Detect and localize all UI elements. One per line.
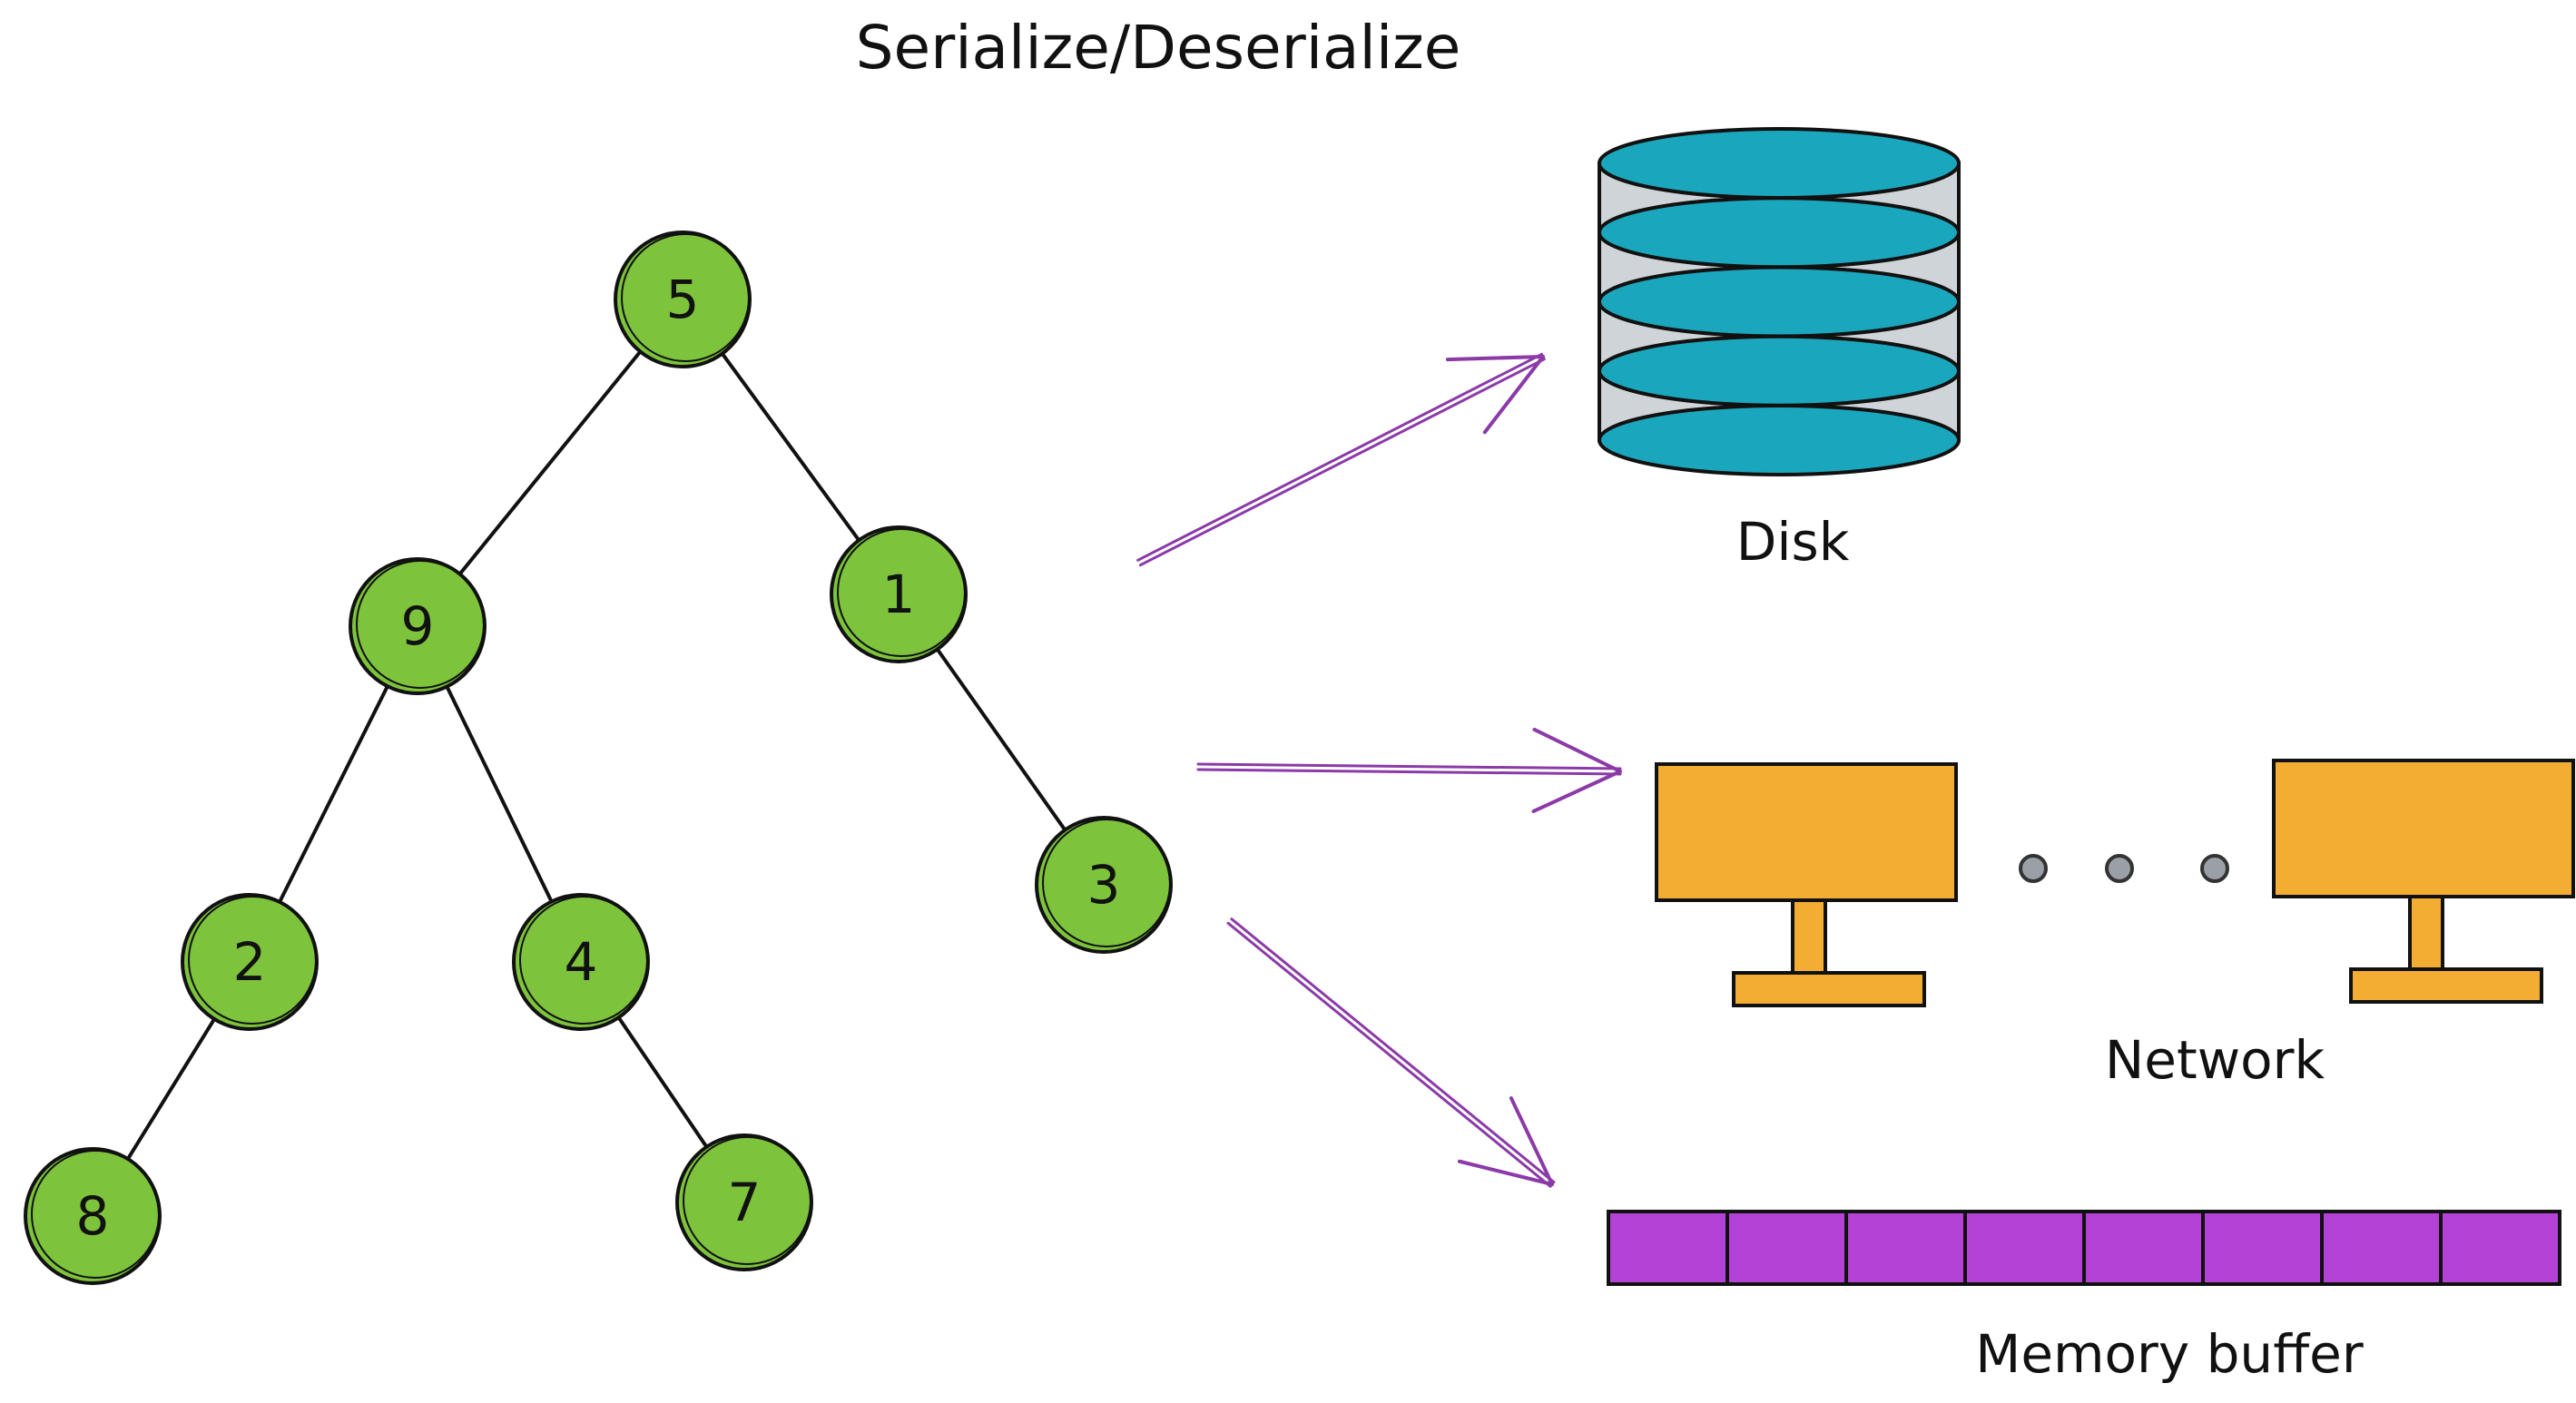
arrow-shaft <box>1230 917 1556 1184</box>
memory-buffer <box>1607 1210 2561 1286</box>
tree-edge-5-9 <box>416 298 684 628</box>
tree-node: 7 <box>675 1133 813 1271</box>
binary-tree: 5 9 1 2 4 3 8 7 <box>24 231 1173 1285</box>
arrows <box>1136 352 1622 1188</box>
monitor-icon <box>1655 762 1958 1007</box>
monitor-icon <box>2272 759 2575 1004</box>
disk-platter <box>1598 265 1961 338</box>
tree-node: 3 <box>1035 816 1173 954</box>
arrow-head <box>1457 1096 1554 1186</box>
tree-node-circle <box>24 1147 162 1285</box>
disk-platter <box>1598 404 1961 476</box>
tree-node-circle <box>675 1133 813 1271</box>
tree-node-outline <box>188 896 317 1025</box>
network-group <box>1655 759 2575 1007</box>
memory-cell <box>2320 1210 2443 1286</box>
disk-platter <box>1598 334 1961 407</box>
memory-cell <box>1963 1210 2086 1286</box>
network-dot <box>2019 854 2048 883</box>
tree-node-label: 8 <box>76 1185 110 1247</box>
arrow-shaft <box>1196 768 1622 776</box>
memory-cell <box>2082 1210 2205 1286</box>
tree-node-circle <box>830 525 968 663</box>
monitor-base <box>2349 967 2543 1004</box>
tree-node-circle <box>512 893 650 1031</box>
memory-cell <box>1607 1210 1729 1286</box>
monitor-screen <box>2272 759 2575 898</box>
diagram-title: Serialize/Deserialize <box>856 13 1461 83</box>
tree-node-label: 5 <box>666 269 700 330</box>
tree-node: 5 <box>614 231 752 368</box>
tree-node-outline <box>683 1136 811 1265</box>
tree-node: 4 <box>512 893 650 1031</box>
disk-platter <box>1598 127 1961 200</box>
arrow-shaft <box>1136 352 1544 562</box>
network-dot <box>2105 854 2134 883</box>
tree-node-outline <box>356 560 485 689</box>
tree-node-circle <box>349 557 487 695</box>
memory-cell <box>1726 1210 1848 1286</box>
tree-node-label: 1 <box>882 564 916 625</box>
tree-node-circle <box>181 893 319 1031</box>
arrow-shaft <box>1196 762 1622 770</box>
arrow-head <box>1531 727 1622 813</box>
tree-node-circle <box>614 231 752 368</box>
tree-node-outline <box>1042 819 1171 947</box>
memory-cell <box>2439 1210 2561 1286</box>
tree-node: 9 <box>349 557 487 695</box>
disk-platter <box>1598 196 1961 270</box>
network-dot <box>2200 854 2229 883</box>
arrow-shaft <box>1138 358 1546 567</box>
tree-node-outline <box>519 896 648 1025</box>
monitor-stand <box>2408 895 2444 971</box>
monitor-screen <box>1655 762 1958 902</box>
tree-node-label: 9 <box>401 595 435 657</box>
arrow-to-network <box>1196 727 1622 813</box>
tree-node: 1 <box>830 525 968 663</box>
tree-node: 2 <box>181 893 319 1031</box>
tree-node-label: 7 <box>728 1172 762 1233</box>
tree-node-outline <box>837 528 966 657</box>
tree-node-label: 3 <box>1087 854 1121 916</box>
memory-buffer-label: Memory buffer <box>1975 1323 2364 1385</box>
memory-cell <box>2201 1210 2324 1286</box>
arrow-head <box>1445 355 1545 435</box>
tree-node: 8 <box>24 1147 162 1285</box>
arrow-shaft <box>1226 921 1552 1188</box>
tree-node-outline <box>31 1150 160 1279</box>
tree-node-label: 4 <box>565 931 598 993</box>
tree-node-circle <box>1035 816 1173 954</box>
tree-node-label: 2 <box>233 931 267 993</box>
network-label: Network <box>2105 1029 2325 1091</box>
tree-edges <box>91 298 1106 1218</box>
disk-icon <box>1598 127 1961 476</box>
memory-cell <box>1844 1210 1967 1286</box>
tree-node-outline <box>621 233 750 362</box>
monitor-base <box>1732 971 1926 1007</box>
monitor-stand <box>1791 898 1827 975</box>
disk-label: Disk <box>1736 511 1850 573</box>
arrow-to-disk <box>1136 352 1546 567</box>
arrow-to-memory <box>1226 917 1556 1188</box>
